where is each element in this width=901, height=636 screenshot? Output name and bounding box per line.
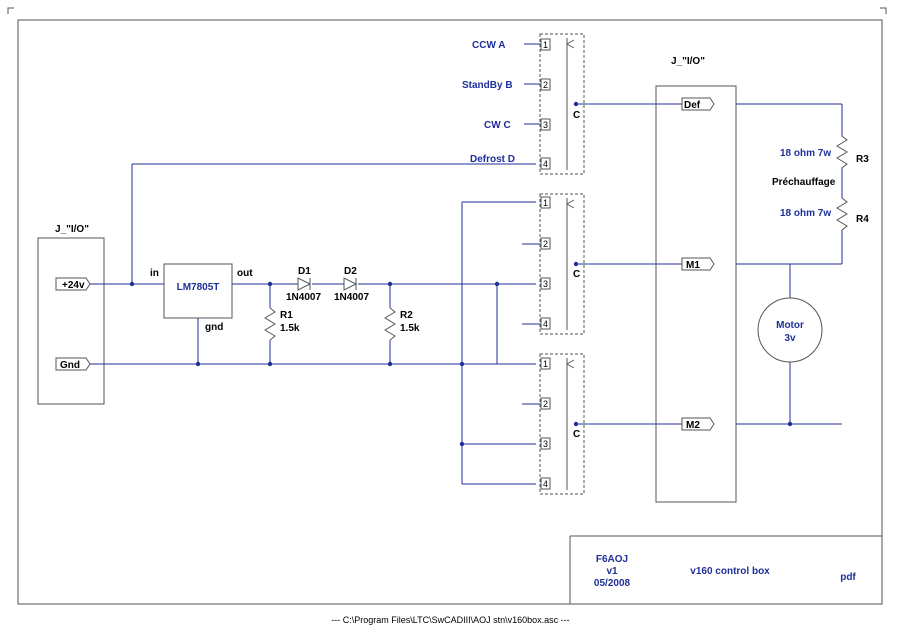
- net-gnd: [90, 201, 536, 485]
- switch-standby-label: StandBy B: [462, 80, 513, 91]
- pin-4: 4: [543, 319, 548, 329]
- d1-ref: D1: [298, 266, 311, 277]
- rotary-switch-1: CCW A StandBy B CW C Defrost D 1 2 3 4 C: [462, 33, 682, 175]
- motor: Motor 3v: [736, 264, 842, 427]
- switch-ccw-label: CCW A: [472, 40, 506, 51]
- resistor-r1: R1 1.5k: [264, 284, 300, 364]
- r3-value: 18 ohm 7w: [780, 148, 831, 159]
- prechauffage-label: Préchauffage: [772, 177, 836, 188]
- title-version: v1: [606, 566, 618, 577]
- corner-mark: [7, 7, 14, 14]
- port-m2-label: M2: [686, 420, 700, 431]
- rotary-switch-3: 1 2 3 4 C: [522, 353, 682, 495]
- pin-1: 1: [543, 40, 548, 50]
- diode-d2: D2 1N4007: [334, 266, 369, 303]
- switch-cw-label: CW C: [484, 120, 511, 131]
- regulator-lm7805t: LM7805T in out gnd: [150, 263, 253, 364]
- port-def: [681, 97, 715, 111]
- title-date: 05/2008: [594, 578, 631, 589]
- switch-common-label: C: [573, 110, 580, 121]
- motor-label: Motor: [776, 320, 804, 331]
- r3-ref: R3: [856, 154, 869, 165]
- resistor-r4: [836, 197, 848, 231]
- title-block: F6AOJ v1 05/2008 v160 control box pdf: [569, 535, 882, 604]
- port-gnd: [55, 357, 91, 371]
- reg-gnd-label: gnd: [205, 322, 223, 333]
- net-24v-label: +24v: [62, 280, 85, 291]
- net-24v: [90, 163, 536, 287]
- sheet-frame: [17, 19, 883, 605]
- rotary-switch-2: 1 2 3 4 C: [522, 193, 682, 335]
- pin-3: 3: [543, 120, 548, 130]
- pin-3: 3: [543, 439, 548, 449]
- connector-left: J_"I/O" +24v Gnd: [37, 224, 105, 405]
- pin-2: 2: [543, 399, 548, 409]
- connector-left-label: J_"I/O": [55, 224, 89, 235]
- connector-right: J_"I/O" Def M1 M2: [655, 56, 737, 503]
- net-5v: [232, 281, 536, 287]
- pin-1: 1: [543, 198, 548, 208]
- reg-in-label: in: [150, 268, 159, 279]
- reg-out-label: out: [237, 268, 253, 279]
- regulator-label: LM7805T: [177, 282, 220, 293]
- title-author: F6AOJ: [596, 554, 628, 565]
- r2-value: 1.5k: [400, 323, 420, 334]
- port-m2: [681, 417, 715, 431]
- r1-value: 1.5k: [280, 323, 300, 334]
- pin-2: 2: [543, 239, 548, 249]
- d2-ref: D2: [344, 266, 357, 277]
- file-path-footer: --- C:\Program Files\LTC\SwCADIII\AOJ st…: [331, 615, 570, 625]
- connector-right-label: J_"I/O": [671, 56, 705, 67]
- pin-1: 1: [543, 359, 548, 369]
- r1-ref: R1: [280, 310, 293, 321]
- resistor-r2: R2 1.5k: [384, 284, 420, 364]
- corner-mark: [880, 7, 887, 14]
- r4-ref: R4: [856, 214, 869, 225]
- port-m1-label: M1: [686, 260, 700, 271]
- port-def-label: Def: [684, 100, 701, 111]
- d2-value: 1N4007: [334, 292, 369, 303]
- pin-2: 2: [543, 80, 548, 90]
- port-24v: [55, 277, 91, 291]
- r4-value: 18 ohm 7w: [780, 208, 831, 219]
- r2-ref: R2: [400, 310, 413, 321]
- switch-common-label: C: [573, 269, 580, 280]
- title-text: v160 control box: [690, 566, 770, 577]
- switch-common-label: C: [573, 429, 580, 440]
- net-gnd-label: Gnd: [60, 360, 80, 371]
- pin-4: 4: [543, 479, 548, 489]
- resistor-r3: [836, 135, 848, 169]
- switch-defrost-label: Defrost D: [470, 154, 515, 165]
- motor-voltage: 3v: [784, 333, 796, 344]
- diode-d1: D1 1N4007: [286, 266, 321, 303]
- title-format: pdf: [840, 572, 856, 583]
- port-m1: [681, 257, 715, 271]
- pin-4: 4: [543, 159, 548, 169]
- pin-3: 3: [543, 279, 548, 289]
- d1-value: 1N4007: [286, 292, 321, 303]
- heater-resistors: 18 ohm 7w R3 Préchauffage 18 ohm 7w R4: [736, 103, 869, 265]
